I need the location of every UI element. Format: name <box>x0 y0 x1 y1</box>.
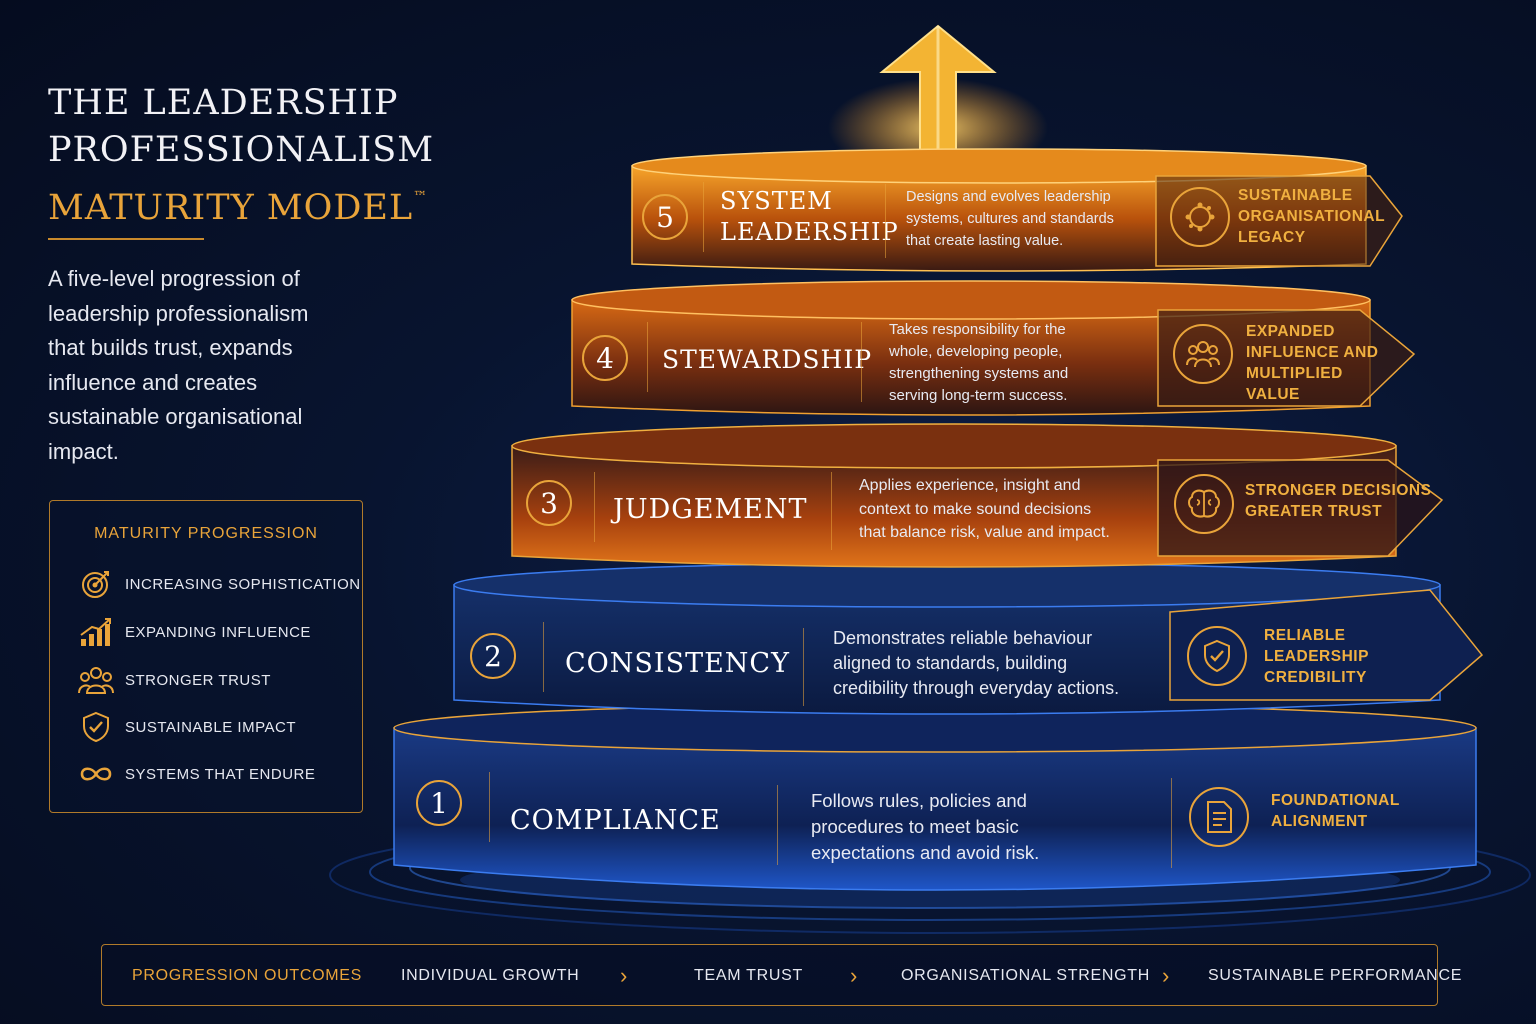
level-name: SYSTEM LEADERSHIP <box>720 187 899 246</box>
level-description: Designs and evolves leadership systems, … <box>906 189 1114 249</box>
group-icon <box>1173 324 1233 384</box>
progression-item: STRONGER TRUST <box>78 665 271 695</box>
progression-item: SUSTAINABLE IMPACT <box>78 711 296 743</box>
level-2-consistency: 2 CONSISTENCY Demonstrates reliable beha… <box>450 560 1490 720</box>
level-description: Demonstrates reliable behaviour aligned … <box>833 628 1120 698</box>
level-outcome: EXPANDED INFLUENCE AND MULTIPLIED VALUE <box>1246 323 1379 403</box>
divider <box>861 322 862 402</box>
progression-outcomes-bar: PROGRESSION OUTCOMES INDIVIDUAL GROWTH ›… <box>101 944 1461 1006</box>
level-3-judgement: 3 JUDGEMENT Applies experience, insight … <box>508 418 1448 578</box>
level-5-system-leadership: 5 SYSTEM LEADERSHIP Designs and evolves … <box>628 146 1408 286</box>
level-name: JUDGEMENT <box>613 494 808 525</box>
divider <box>647 322 648 392</box>
level-name: CONSISTENCY <box>565 648 790 679</box>
divider <box>594 472 595 542</box>
divider <box>885 184 886 258</box>
chevron-right-icon: › <box>850 963 859 988</box>
level-outcome: FOUNDATIONAL ALIGNMENT <box>1271 792 1400 830</box>
outcome-step: INDIVIDUAL GROWTH <box>401 967 580 984</box>
level-number-badge: 2 <box>470 633 516 679</box>
progression-label: SUSTAINABLE IMPACT <box>125 718 296 736</box>
progression-item: EXPANDING INFLUENCE <box>78 617 311 647</box>
divider <box>803 628 804 706</box>
level-number-badge: 5 <box>642 194 688 240</box>
outcome-step: ORGANISATIONAL STRENGTH <box>901 967 1151 984</box>
level-name: COMPLIANCE <box>510 805 721 836</box>
level-description: Takes responsibility for the whole, deve… <box>889 321 1069 404</box>
level-outcome: SUSTAINABLE ORGANISATIONAL LEGACY <box>1238 187 1385 246</box>
level-name: STEWARDSHIP <box>662 345 873 374</box>
level-1-compliance: 1 COMPLIANCE Follows rules, policies and… <box>392 700 1492 910</box>
progression-item: INCREASING SOPHISTICATION <box>78 569 361 599</box>
intro-text: A five-level progression of leadership p… <box>48 266 309 464</box>
maturity-progression-panel: MATURITY PROGRESSION INCREASING SOPHISTI… <box>49 500 363 813</box>
target-icon <box>78 569 114 599</box>
brain-icon <box>1174 474 1234 534</box>
outcome-step: SUSTAINABLE PERFORMANCE <box>1208 967 1463 984</box>
level-number-badge: 4 <box>582 335 628 381</box>
title-divider <box>48 238 204 240</box>
shield-check-icon <box>1187 626 1247 686</box>
progression-label: EXPANDING INFLUENCE <box>125 623 311 641</box>
divider <box>703 182 704 252</box>
level-outcome: RELIABLE LEADERSHIP CREDIBILITY <box>1264 627 1369 686</box>
level-number-badge: 1 <box>416 780 462 826</box>
level-4-stewardship: 4 STEWARDSHIP Takes responsibility for t… <box>570 278 1420 428</box>
people-icon <box>78 665 114 695</box>
document-icon <box>1189 787 1249 847</box>
title-line-3: MATURITY MODEL™ <box>48 188 429 228</box>
divider <box>777 785 778 865</box>
progression-item: SYSTEMS THAT ENDURE <box>78 759 315 789</box>
progression-outcomes-label: PROGRESSION OUTCOMES <box>132 967 363 984</box>
network-icon <box>1170 187 1230 247</box>
divider <box>489 772 490 842</box>
title-line-2: PROFESSIONALISM <box>48 130 435 170</box>
level-outcome: STRONGER DECISIONS GREATER TRUST <box>1245 482 1432 520</box>
level-description: Follows rules, policies and procedures t… <box>811 790 1040 863</box>
growth-chart-icon <box>78 617 114 647</box>
progression-label: SYSTEMS THAT ENDURE <box>125 765 316 783</box>
level-number-badge: 3 <box>526 480 572 526</box>
chevron-right-icon: › <box>1162 963 1171 988</box>
infinity-icon <box>78 759 114 789</box>
level-description: Applies experience, insight and context … <box>859 477 1110 541</box>
maturity-progression-heading: MATURITY PROGRESSION <box>94 525 318 542</box>
trademark: ™ <box>413 189 429 205</box>
divider <box>1171 778 1172 868</box>
title-line-1: THE LEADERSHIP <box>48 83 399 123</box>
title-block: THE LEADERSHIP PROFESSIONALISM MATURITY … <box>48 80 488 232</box>
shield-check-icon <box>78 711 114 743</box>
chevron-right-icon: › <box>620 963 629 988</box>
divider <box>831 472 832 550</box>
progression-label: INCREASING SOPHISTICATION <box>125 575 361 593</box>
divider <box>543 622 544 692</box>
outcome-step: TEAM TRUST <box>694 967 803 984</box>
progression-label: STRONGER TRUST <box>125 671 271 689</box>
